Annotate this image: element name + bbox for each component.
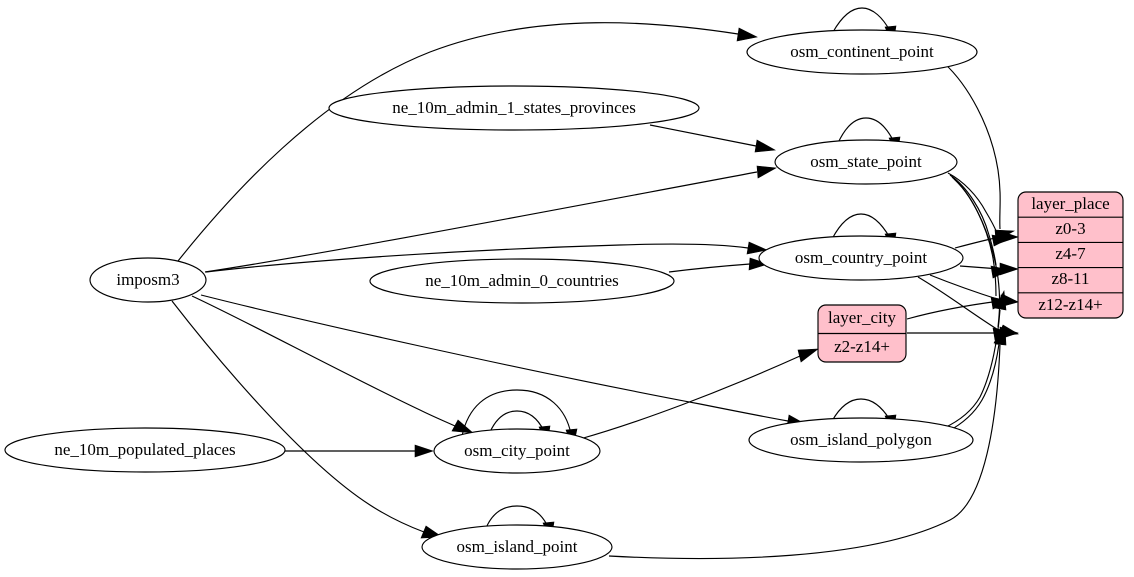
node-label-osm_city_point: osm_city_point — [464, 441, 570, 460]
node-label-imposm3: imposm3 — [116, 270, 179, 289]
edge-imposm3-to-osm_continent_point — [177, 22, 758, 262]
node-label-osm_continent_point: osm_continent_point — [790, 42, 934, 61]
node-osm_country_point[interactable]: osm_country_point — [758, 235, 964, 281]
edge-imposm3-to-osm_island_point — [171, 300, 443, 539]
edge-ne_10m_populated_places-to-osm_city_point — [285, 444, 434, 458]
record-row-layer_place-z8-11[interactable]: z8-11 — [1051, 269, 1089, 288]
node-osm_continent_point[interactable]: osm_continent_point — [746, 29, 978, 75]
node-osm_island_point[interactable]: osm_island_point — [421, 524, 613, 570]
edge-imposm3-to-osm_city_point — [191, 295, 474, 434]
edge-layer — [171, 7, 1019, 560]
edge-imposm3-to-osm_island_polygon — [200, 294, 808, 428]
node-layer: imposm3 ne_10m_admin_1_states_provinces … — [4, 29, 978, 570]
node-label-osm_country_point: osm_country_point — [795, 248, 927, 267]
record-node-layer_place[interactable]: layer_place z0-3 z4-7 z8-11 z12-z14+ — [1017, 191, 1124, 319]
edge-imposm3-to-osm_country_point — [205, 241, 768, 273]
edge-osm_city_point-to-layer_city-z2-z14plus — [579, 348, 819, 440]
node-imposm3[interactable]: imposm3 — [89, 257, 207, 303]
node-label-osm_island_polygon: osm_island_polygon — [790, 430, 932, 449]
node-ne_10m_admin_0_countries[interactable]: ne_10m_admin_0_countries — [369, 258, 675, 304]
edge-ne_10m_admin_1_states_provinces-to-osm_state_point — [649, 124, 776, 153]
record-row-layer_place-z4-7[interactable]: z4-7 — [1055, 244, 1086, 263]
node-label-ne_10m_populated_places: ne_10m_populated_places — [54, 440, 235, 459]
record-row-layer_place-title: layer_place — [1031, 194, 1109, 213]
edge-osm_island_point-to-layer_place-z12-z14plus — [608, 325, 1007, 560]
node-osm_island_polygon[interactable]: osm_island_polygon — [748, 417, 974, 463]
edge-osm_country_point-to-layer_place-z0-3 — [954, 230, 1019, 249]
record-row-layer_place-z12-z14plus[interactable]: z12-z14+ — [1038, 295, 1102, 314]
node-label-ne_10m_admin_1_states_provinces: ne_10m_admin_1_states_provinces — [392, 98, 636, 117]
edge-imposm3-to-osm_state_point — [204, 165, 777, 273]
record-row-layer_city-title: layer_city — [828, 308, 896, 327]
node-label-osm_state_point: osm_state_point — [810, 152, 922, 171]
node-label-ne_10m_admin_0_countries: ne_10m_admin_0_countries — [425, 271, 619, 290]
record-node-layer: layer_place z0-3 z4-7 z8-11 z12-z14+ lay… — [817, 191, 1124, 363]
record-row-layer_place-z0-3[interactable]: z0-3 — [1055, 219, 1085, 238]
node-ne_10m_admin_1_states_provinces[interactable]: ne_10m_admin_1_states_provinces — [328, 85, 700, 131]
node-osm_city_point[interactable]: osm_city_point — [433, 428, 601, 474]
record-node-layer_city[interactable]: layer_city z2-z14+ — [817, 304, 907, 363]
node-osm_state_point[interactable]: osm_state_point — [774, 139, 958, 185]
edge-osm_island_polygon-to-layer_place-z8-11 — [943, 289, 1007, 429]
record-row-layer_city-z2-z14plus[interactable]: z2-z14+ — [834, 337, 890, 356]
edge-osm_country_point-to-layer_place-z4-7 — [959, 262, 1019, 276]
node-label-osm_island_point: osm_island_point — [457, 537, 578, 556]
node-ne_10m_populated_places[interactable]: ne_10m_populated_places — [4, 427, 286, 473]
edge-ne_10m_admin_0_countries-to-osm_country_point — [668, 257, 769, 273]
